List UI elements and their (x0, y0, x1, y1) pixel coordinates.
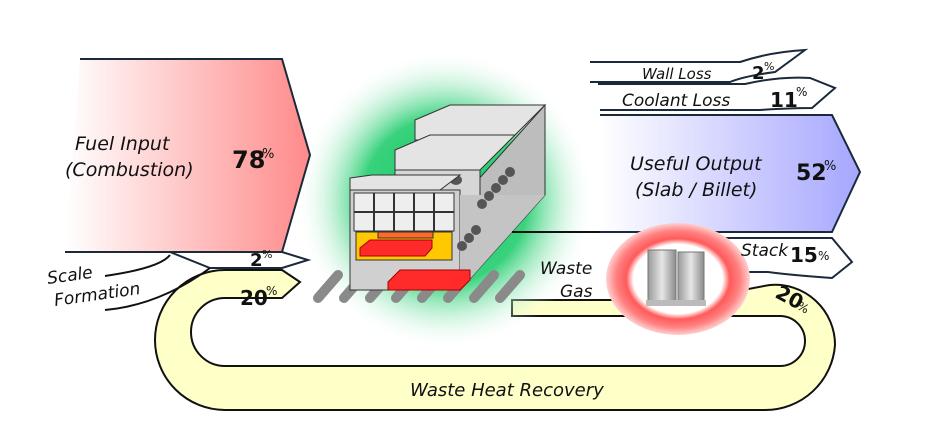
recovery-in-value: 20 (240, 286, 268, 310)
fuel-input-label: Fuel Input (75, 133, 171, 155)
fuel-input-arrow (65, 59, 310, 252)
fuel-input-sublabel: (Combustion) (65, 159, 194, 181)
fuel-input-unit: % (262, 147, 274, 162)
wall-loss-unit: % (764, 60, 774, 73)
scale-loss-unit: % (262, 248, 272, 261)
reheating-furnace (313, 103, 547, 303)
useful-output-value: 52 (796, 161, 827, 186)
heat-exchanger-icon (646, 249, 706, 306)
scale-loss-value: 2 (250, 250, 263, 271)
wall-loss-value: 2 (752, 63, 765, 84)
coolant-loss-unit: % (796, 85, 807, 99)
stack-loss-label: Stack (741, 241, 789, 261)
scale-label: Scale (46, 263, 94, 289)
stack-loss-unit: % (818, 249, 829, 263)
recovery-in-unit: % (266, 284, 277, 298)
wall-loss-arrow (590, 48, 809, 83)
waste-gas-label: Waste (540, 259, 592, 279)
waste-heat-recovery-label: Waste Heat Recovery (410, 380, 604, 401)
useful-output-arrow (600, 115, 860, 232)
coolant-loss-value: 11 (770, 88, 798, 112)
coolant-loss-label: Coolant Loss (622, 91, 730, 111)
useful-output-label: Useful Output (630, 153, 763, 175)
wall-loss-label: Wall Loss (642, 65, 712, 83)
fuel-input-value: 78 (232, 146, 265, 174)
useful-output-sublabel: (Slab / Billet) (635, 179, 757, 201)
useful-output-unit: % (824, 159, 836, 174)
stack-loss-value: 15 (790, 243, 818, 267)
scale-loss-arrow (169, 251, 312, 269)
coolant-loss-arrow (598, 76, 837, 111)
waste-gas-sublabel: Gas (560, 282, 593, 302)
